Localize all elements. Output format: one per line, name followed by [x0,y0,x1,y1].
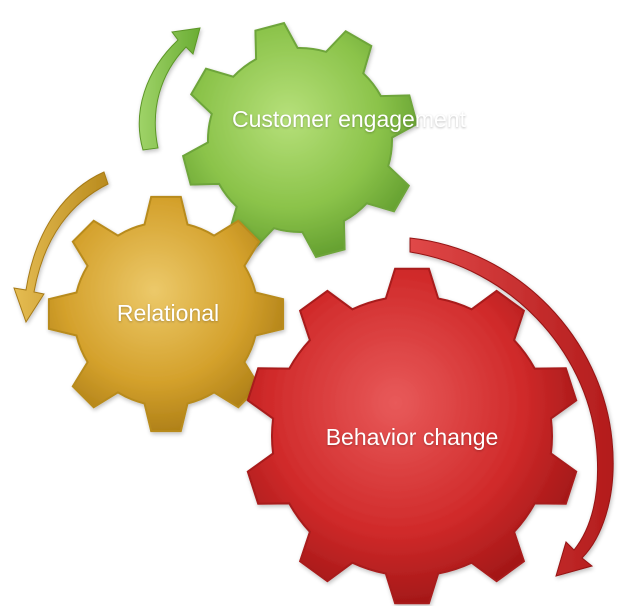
behavior-change-label: Behavior change [325,424,499,450]
green-rotation-arrow [138,27,201,151]
customer-engagement-label: Customer engagement [232,106,466,132]
behavior-change-gear [246,267,578,605]
rotation-arrows [13,27,614,577]
customer-engagement-gear [181,21,419,259]
relational-gear [47,195,285,433]
gold-rotation-arrow [13,171,109,324]
red-rotation-arrow [409,237,614,577]
relational-label: Relational [116,300,220,326]
